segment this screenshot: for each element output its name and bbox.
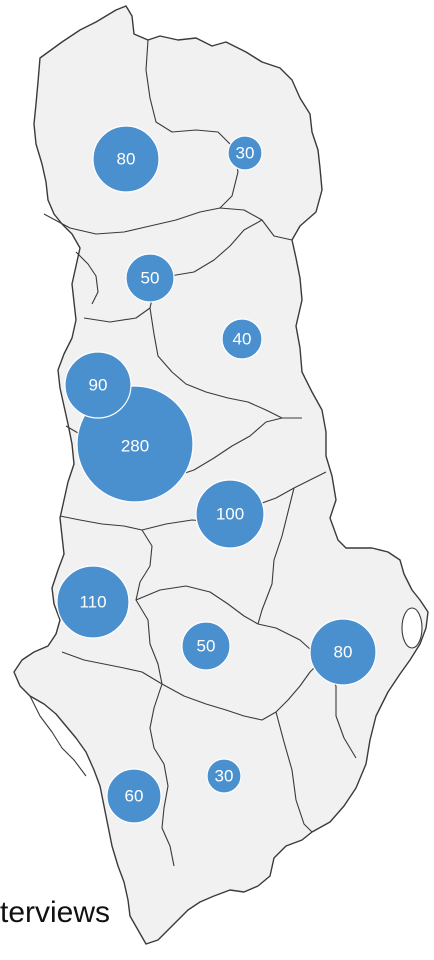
bubble-label: 80 bbox=[334, 643, 353, 662]
bubble-marker bbox=[56, 565, 130, 639]
country-outline bbox=[13, 5, 429, 945]
bubble-label: 50 bbox=[197, 637, 216, 656]
boundary-west-central bbox=[59, 515, 163, 685]
bubble-east-north: 40 bbox=[221, 318, 263, 360]
bubble-north-west: 80 bbox=[92, 125, 160, 193]
bubble-south: 30 bbox=[206, 758, 242, 794]
boundary-capital-north bbox=[149, 307, 302, 419]
bubble-west-central: 110 bbox=[56, 565, 130, 639]
bubble-south-west: 60 bbox=[106, 768, 162, 824]
boundary-south-central bbox=[135, 585, 357, 759]
boundary-south-west bbox=[61, 651, 175, 867]
bubble-marker bbox=[309, 618, 377, 686]
bubble-marker bbox=[206, 758, 242, 794]
boundary-south-inner bbox=[275, 711, 313, 833]
bubble-marker bbox=[221, 318, 263, 360]
bubble-label: 30 bbox=[215, 767, 234, 786]
bubble-label: 100 bbox=[216, 505, 244, 524]
bubble-south-east: 80 bbox=[309, 618, 377, 686]
boundary-east bbox=[257, 487, 295, 625]
boundary-north-west bbox=[43, 207, 293, 241]
bubble-label: 90 bbox=[89, 376, 108, 395]
bubble-central: 100 bbox=[195, 479, 265, 549]
bubble-label: 50 bbox=[141, 269, 160, 288]
coastline-detail bbox=[29, 695, 87, 777]
bubble-marker bbox=[92, 125, 160, 193]
bubble-label: 110 bbox=[79, 593, 106, 612]
bubble-label: 80 bbox=[117, 150, 136, 169]
bubble-marker bbox=[181, 621, 231, 671]
coastline-bay bbox=[75, 251, 99, 305]
bubble-marker bbox=[227, 135, 263, 171]
bubble-marker bbox=[106, 768, 162, 824]
bubble-label: 30 bbox=[236, 144, 255, 163]
boundary-south bbox=[161, 659, 323, 721]
bubble-label: 40 bbox=[233, 330, 252, 349]
bubble-label: 60 bbox=[125, 787, 144, 806]
bubble-north-central: 50 bbox=[125, 253, 175, 303]
bubble-marker bbox=[195, 479, 265, 549]
caption-text: terviews bbox=[0, 896, 111, 929]
bubble-south-central: 50 bbox=[181, 621, 231, 671]
boundary-north bbox=[145, 39, 239, 209]
bubble-marker bbox=[64, 351, 132, 419]
bubble-marker bbox=[125, 253, 175, 303]
lake bbox=[401, 607, 423, 649]
bubble-label: 280 bbox=[121, 437, 149, 456]
bubble-coast-north: 90 bbox=[64, 351, 132, 419]
bubble-north-east: 30 bbox=[227, 135, 263, 171]
